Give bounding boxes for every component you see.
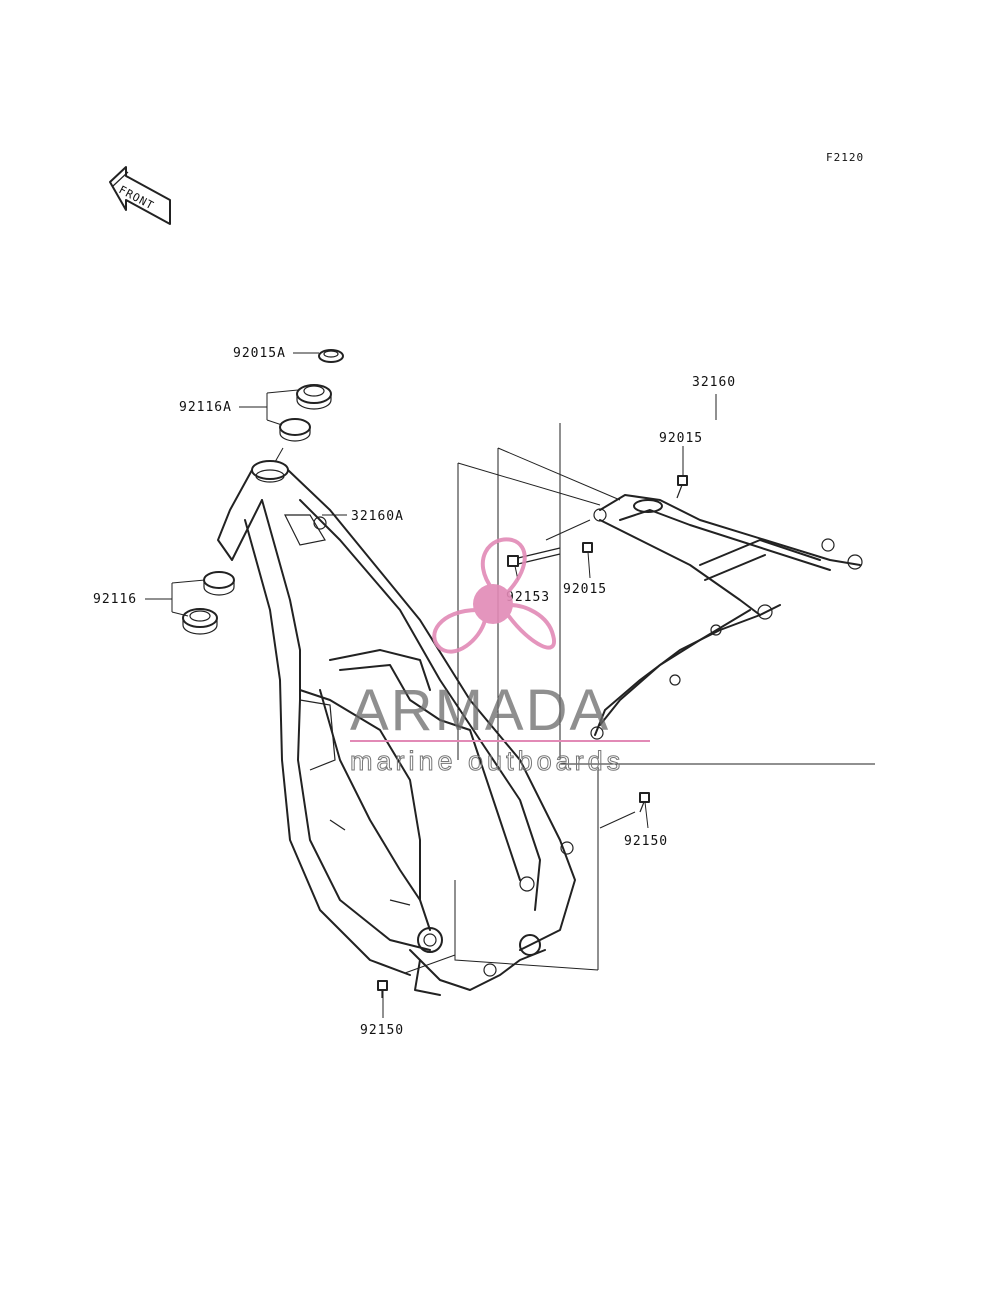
bolt-92015-top-part-icon (676, 475, 688, 499)
watermark-subtitle: marine outboards (350, 746, 624, 776)
diagram-code: F2120 (826, 151, 864, 164)
label-92116: 92116 (93, 592, 137, 607)
bolt-92150-right-part-icon (639, 792, 650, 813)
watermark-divider (350, 740, 650, 742)
label-92150-right: 92150 (624, 834, 668, 849)
label-92153: 92153 (506, 590, 550, 605)
upper-race-part-icon (279, 418, 311, 442)
nut-92015-mid-part-icon (582, 542, 593, 553)
label-92116A: 92116A (179, 400, 232, 415)
bearing-cap-part-icon (318, 349, 344, 363)
front-arrow-icon: FRONT (109, 166, 171, 225)
label-32160A: 32160A (351, 509, 404, 524)
label-92015-mid: 92015 (563, 582, 607, 597)
front-arrow-label: FRONT (117, 183, 157, 212)
watermark-title: ARMADA (350, 678, 610, 743)
label-92015A: 92015A (233, 346, 286, 361)
main-frame-part-icon (217, 460, 576, 996)
rear-subframe-part-icon (590, 494, 863, 740)
lower-race-part-icon (203, 571, 235, 596)
lower-bearing-part-icon (182, 608, 218, 635)
label-92015-top: 92015 (659, 431, 703, 446)
label-32160: 32160 (692, 375, 736, 390)
reference-lines (145, 352, 875, 1018)
label-92150-bottom: 92150 (360, 1023, 404, 1038)
upper-bearing-part-icon (296, 384, 332, 410)
propeller-logo-icon (432, 537, 557, 654)
bolt-92153-part-icon (507, 547, 561, 567)
